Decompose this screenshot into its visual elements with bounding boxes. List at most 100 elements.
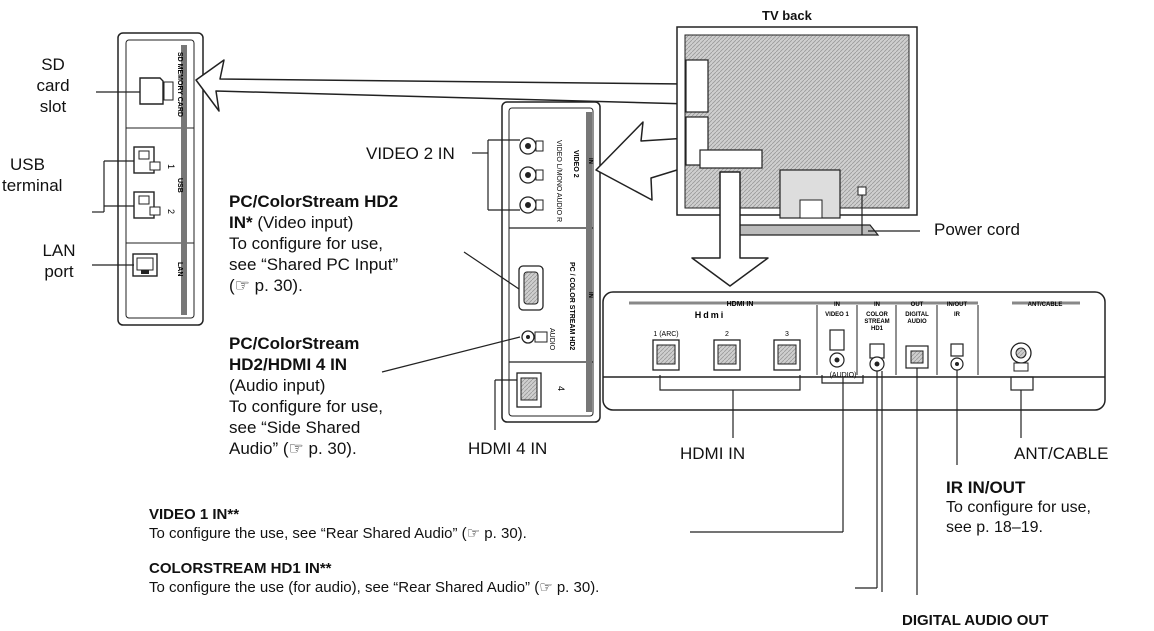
- pc-heading-line-2: IN* (Video input): [229, 212, 398, 233]
- video2-video-jack-icon: [519, 137, 544, 155]
- audio-tag: (AUDIO): [830, 372, 857, 379]
- col-cs-1: COLOR: [866, 312, 888, 318]
- pc-audio-body-4: Audio” (☞ p. 30).: [229, 439, 357, 458]
- pc-audio-body-2: To configure for use,: [229, 397, 384, 416]
- usb-terminal-label: USB terminal: [2, 154, 62, 196]
- pc-audio-body-3: see “Side Shared: [229, 418, 361, 437]
- rear-hdmi-in-header: HDMI IN: [727, 301, 754, 308]
- rear-leader-lines: [659, 368, 1034, 595]
- video1-in-block: VIDEO 1 IN** To configure the use, see “…: [149, 505, 527, 543]
- pc-audio-heading-1: PC/ColorStream: [229, 334, 360, 353]
- hdmi-port-3-label: 3: [785, 331, 789, 338]
- pc-body-line-1: To configure for use,: [229, 234, 384, 253]
- video2-audio-l-jack-icon: [519, 166, 544, 184]
- video2-audio-r-jack-icon: [519, 196, 544, 214]
- video1-heading: VIDEO 1 IN**: [149, 506, 240, 523]
- usb-label-line-1: USB: [10, 155, 45, 174]
- hdmi-port-2-icon: [713, 339, 741, 371]
- col-video1: VIDEO 1: [825, 312, 849, 318]
- power-cord-label: Power cord: [934, 220, 1020, 239]
- ir-inout-block: IR IN/OUT To configure for use, see p. 1…: [946, 478, 1091, 538]
- side-terminal-panel: 4 VIDEO 2 VIDEO L/MONO AUDIO R IN PC / C…: [501, 101, 601, 423]
- hdmi-port-1-icon: [652, 339, 680, 371]
- side-panel-sd-usb-lan: 1 2 SD MEMORY CARD USB LAN: [117, 32, 204, 326]
- middle-leader-lines: [381, 139, 521, 430]
- strip-sd-text: SD MEMORY CARD: [176, 52, 183, 117]
- pc-body-line-3: (☞ p. 30).: [229, 276, 303, 295]
- strip-lan-text: LAN: [176, 262, 183, 276]
- ir-heading: IR IN/OUT: [946, 478, 1026, 497]
- lan-port-label: LAN port: [32, 240, 86, 282]
- usb-label-line-2: terminal: [2, 176, 63, 195]
- colorstream-hd1-jack-icon: [869, 343, 885, 372]
- pc-heading-suffix: (Video input): [252, 213, 354, 232]
- colorstream-hd1-block: COLORSTREAM HD1 IN** To configure the us…: [149, 559, 599, 597]
- col-inout: IN/OUT: [947, 302, 968, 308]
- col-ir: IR: [954, 312, 961, 318]
- hdmi-logo-text: Hdmi: [695, 310, 726, 320]
- pc-audio-heading-2: HD2/HDMI 4 IN: [229, 355, 348, 374]
- col-cs-3: HD1: [871, 326, 884, 332]
- col-cs-2: STREAM: [864, 319, 889, 325]
- strip-in-text-1: IN: [587, 158, 593, 164]
- arrow-to-side-terminals: [595, 113, 691, 201]
- pc-heading-in: IN*: [229, 213, 253, 232]
- digital-audio-out-label: DIGITAL AUDIO OUT: [902, 612, 1049, 629]
- pc-input-connector-icon: [518, 265, 544, 311]
- lan-label-line-1: LAN: [42, 241, 76, 260]
- col-in-1: IN: [834, 302, 840, 308]
- hdmi4-in-label: HDMI 4 IN: [468, 439, 548, 458]
- hdmi-port-3-icon: [773, 339, 801, 371]
- lan-port-icon: [132, 253, 158, 277]
- hdmi-port-1-label: 1 (ARC): [653, 331, 678, 338]
- video1-body: To configure the use, see “Rear Shared A…: [149, 525, 527, 542]
- usb-port-2-icon: [133, 191, 161, 219]
- col-ant: ANT/CABLE: [1028, 302, 1063, 308]
- tv-back-title: TV back: [762, 8, 812, 23]
- ir-body-1: To configure for use,: [946, 499, 1091, 516]
- pc-video-input-block: PC/ColorStream HD2 IN* (Video input) To …: [229, 191, 398, 296]
- strip-video2-text: VIDEO 2: [572, 150, 579, 178]
- strip-usb-text: USB: [176, 178, 183, 193]
- col-out: OUT: [911, 302, 924, 308]
- ir-body-2: see p. 18–19.: [946, 519, 1043, 536]
- col-digital-2: AUDIO: [907, 319, 927, 325]
- sd-label-line-2: card: [36, 76, 70, 95]
- digital-audio-out-jack-icon: [905, 345, 929, 369]
- left-leader-lines: [92, 91, 140, 266]
- ant-cable-connector-icon: [1010, 342, 1032, 372]
- ir-jack-icon: [950, 343, 964, 371]
- sd-label-line-1: SD: [41, 55, 65, 74]
- sd-card-slot-icon: [139, 77, 174, 105]
- sd-label-line-3: slot: [39, 97, 67, 116]
- pc-audio-body-1: (Audio input): [229, 376, 326, 395]
- rear-hdmi-in-label: HDMI IN: [680, 444, 746, 463]
- strip-audio-text: AUDIO: [548, 328, 555, 351]
- sd-card-slot-label: SD card slot: [24, 54, 82, 117]
- pc-heading-line-1: PC/ColorStream HD2: [229, 192, 399, 211]
- pc-audio-input-block: PC/ColorStream HD2/HDMI 4 IN (Audio inpu…: [229, 333, 383, 459]
- strip-jacks-text: VIDEO L/MONO AUDIO R: [555, 140, 562, 222]
- col-digital-1: DIGITAL: [905, 312, 929, 318]
- video1-jack-icon: [829, 329, 845, 368]
- video2-in-label: VIDEO 2 IN: [366, 144, 455, 163]
- cs1-body: To configure the use (for audio), see “R…: [149, 579, 600, 596]
- cs1-heading: COLORSTREAM HD1 IN**: [149, 560, 332, 577]
- usb-number-1: 1: [166, 164, 176, 169]
- arrow-to-rear-panel: [691, 171, 769, 287]
- strip-pc-text: PC / COLOR STREAM HD2: [568, 262, 575, 350]
- pc-body-line-2: see “Shared PC Input”: [229, 255, 399, 274]
- col-in-2: IN: [874, 302, 880, 308]
- hdmi4-port-icon: [516, 372, 542, 408]
- lan-label-line-2: port: [44, 262, 74, 281]
- hdmi-port-2-label: 2: [725, 331, 729, 338]
- tv-back-illustration: [676, 26, 918, 236]
- pc-audio-jack-icon: [521, 330, 548, 344]
- strip-in-text-2: IN: [587, 292, 593, 298]
- usb-number-2: 2: [166, 209, 176, 214]
- ant-cable-label: ANT/CABLE: [1014, 444, 1109, 463]
- arrow-to-sd-panel: [195, 59, 691, 112]
- rear-terminal-panel: HDMI IN Hdmi 1 (ARC) 2 3 IN VIDEO 1 IN C…: [602, 291, 1106, 411]
- usb-port-1-icon: [133, 146, 161, 174]
